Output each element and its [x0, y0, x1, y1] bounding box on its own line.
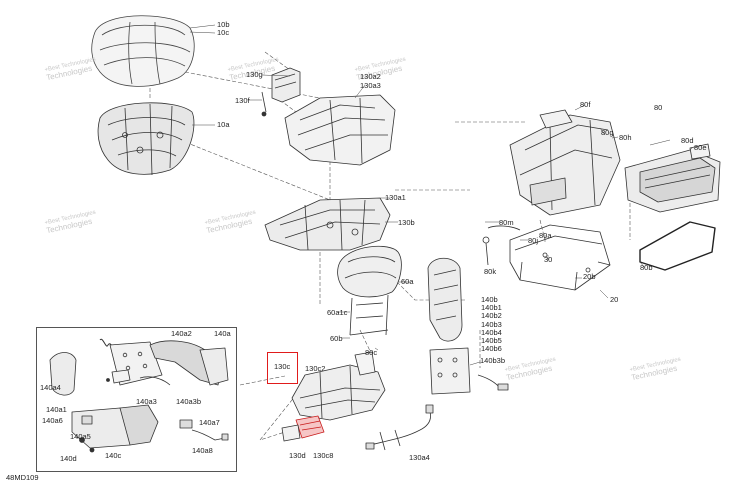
part-label-10c: 10c — [217, 28, 230, 37]
part-label-140b-item: 140b — [481, 295, 498, 304]
inset-parts — [49, 338, 229, 453]
part-label-20: 20 — [610, 295, 619, 304]
part-label-140a6: 140a6 — [42, 416, 63, 425]
console-frame-130a1 — [264, 197, 391, 251]
part-label-140b-item: 140b1 — [481, 303, 502, 313]
part-label-130a2: 130a2 — [360, 72, 381, 81]
part-label-80j: 80j — [528, 236, 539, 245]
part-label-60b: 60b — [330, 334, 343, 343]
part-label-130c2: 130c2 — [305, 364, 326, 373]
part-label-80b: 80b — [640, 263, 653, 272]
part-label-140b-item: 140b3 — [481, 319, 502, 329]
part-label-80g: 80g — [601, 128, 614, 137]
part-label-140b3b: 140b3b — [480, 356, 506, 365]
part-label-130c8: 130c8 — [313, 451, 334, 460]
part-label-30: 30 — [544, 255, 553, 264]
part-label-140a1: 140a1 — [46, 405, 67, 414]
detail-inset-box — [36, 327, 237, 472]
small-part-130d — [281, 424, 301, 442]
part-label-10a: 10a — [217, 120, 230, 129]
part-label-140a3: 140a3 — [136, 397, 157, 406]
diagram-code: 48MD109 — [6, 473, 39, 482]
part-label-140a8: 140a8 — [192, 446, 213, 455]
part-label-80k: 80k — [484, 267, 497, 276]
part-label-130f: 130f — [235, 96, 250, 105]
lower-console-130c — [291, 351, 386, 421]
part-label-60a1c: 60a1c — [327, 308, 348, 317]
storage-box-80 — [509, 114, 621, 216]
latch-80f — [539, 109, 573, 129]
part-label-80c: 80c — [365, 348, 378, 357]
part-label-80f: 80f — [580, 100, 591, 109]
part-label-140b-item: 140b6 — [481, 344, 502, 354]
part-label-60a: 60a — [401, 277, 414, 286]
part-label-140c: 140c — [105, 451, 122, 460]
lid-80d — [624, 143, 721, 213]
part-label-80e: 80e — [694, 143, 707, 152]
part-label-140a: 140a — [214, 329, 231, 338]
part-label-140b-item: 140b5 — [481, 336, 502, 346]
highlight-box-130c — [267, 352, 298, 384]
leader-lines — [189, 24, 694, 366]
bracket-130g — [261, 67, 301, 117]
part-label-80m: 80m — [499, 218, 514, 227]
frame-20 — [509, 224, 611, 291]
part-label-130b: 130b — [398, 218, 415, 227]
cable-80m — [482, 225, 521, 266]
harness-130a4 — [365, 404, 434, 451]
part-label-130d: 130d — [289, 451, 306, 460]
part-label-140a4: 140a4 — [40, 383, 61, 392]
part-label-10b: 10b — [217, 20, 230, 29]
part-label-80: 80 — [654, 103, 663, 112]
part-label-140a3b: 140a3b — [176, 397, 202, 406]
part-label-130c: 130c — [274, 362, 291, 371]
seat-cushion-10b — [91, 15, 195, 87]
highlighted-part-130c8 — [295, 415, 325, 439]
part-label-80h: 80h — [619, 133, 632, 142]
part-label-140a5: 140a5 — [70, 432, 91, 441]
part-label-140b-item: 140b2 — [481, 311, 502, 321]
part-label-140d: 140d — [60, 454, 77, 463]
part-label-130a4: 130a4 — [409, 453, 430, 462]
part-label-140a7: 140a7 — [199, 418, 220, 427]
console-shell-130a — [284, 94, 396, 166]
part-label-80d: 80d — [681, 136, 694, 145]
side-panel-60a — [427, 257, 463, 342]
part-label-130a3: 130a3 — [360, 81, 381, 90]
part-label-130a1: 130a1 — [385, 193, 406, 202]
part-label-80a: 80a — [539, 231, 552, 240]
backrest-60a — [337, 245, 402, 336]
part-label-130g: 130g — [246, 70, 263, 79]
seat-base-10a — [97, 102, 195, 176]
part-label-140a2: 140a2 — [171, 329, 192, 338]
part-label-140b-item: 140b4 — [481, 327, 502, 337]
part-label-20b: 20b — [583, 272, 596, 281]
strip-140b — [429, 347, 509, 395]
